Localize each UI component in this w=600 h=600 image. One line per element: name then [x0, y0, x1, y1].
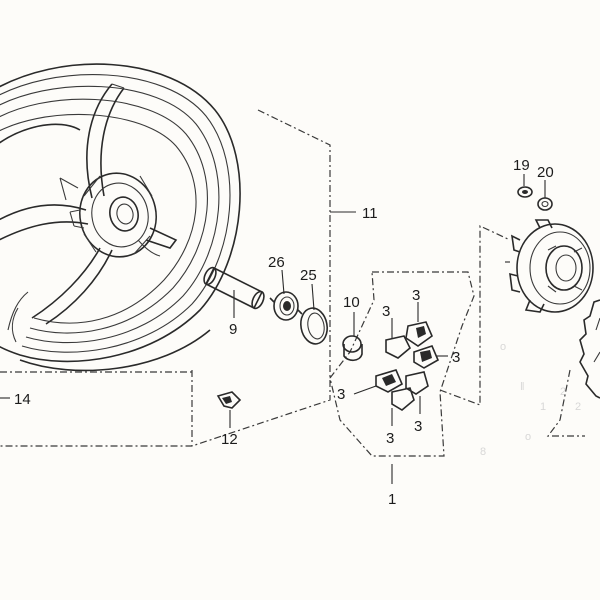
svg-text:‖: ‖ [520, 381, 525, 393]
label-part-1: 1 [388, 491, 396, 508]
washer-part-19 [517, 186, 533, 198]
label-part-3c: 3 [452, 349, 460, 366]
label-part-3a: 3 [382, 303, 390, 320]
svg-text:o: o [525, 431, 531, 443]
frame-outline-11 [0, 109, 331, 447]
leader-3d [353, 385, 377, 395]
label-part-10: 10 [343, 294, 360, 311]
frame-outline-sprocket [439, 225, 511, 406]
label-part-11: 11 [362, 205, 378, 222]
bleed-through-print: o ‖ 1 2 2 8 o [480, 341, 581, 458]
leader-26 [281, 269, 285, 295]
damper-group-outline-1 [329, 271, 475, 457]
svg-text:8: 8 [480, 446, 486, 458]
svg-text:2: 2 [560, 386, 566, 398]
svg-text:o: o [500, 341, 506, 353]
leader-lines [0, 174, 546, 484]
label-part-3f: 3 [414, 418, 422, 435]
label-part-12: 12 [221, 431, 238, 448]
label-part-3b: 3 [412, 287, 420, 304]
label-part-20: 20 [537, 164, 554, 181]
label-part-26: 26 [268, 254, 285, 271]
collar-part-9 [203, 266, 265, 310]
label-part-14: 14 [14, 391, 31, 408]
clip-part-12 [216, 391, 242, 409]
label-part-19: 19 [513, 157, 530, 174]
sprocket-hub-drawing [509, 219, 600, 399]
label-part-3e: 3 [386, 430, 394, 447]
rear-wheel-drawing [0, 63, 241, 372]
damper-rubbers [375, 321, 440, 411]
label-part-3d: 3 [337, 386, 345, 403]
svg-text:1: 1 [540, 401, 546, 413]
oil-seal-part-25 [300, 307, 328, 345]
svg-text:2: 2 [575, 401, 581, 413]
bearing-part-26 [269, 291, 303, 321]
leader-25 [311, 283, 315, 311]
assembly-outlines [0, 109, 585, 457]
collar-part-10 [342, 335, 363, 362]
label-part-25: 25 [300, 267, 317, 284]
label-part-9: 9 [229, 321, 237, 338]
part-labels: 11 9 26 25 10 12 14 1 19 20 3 3 3 3 3 3 [14, 157, 554, 508]
